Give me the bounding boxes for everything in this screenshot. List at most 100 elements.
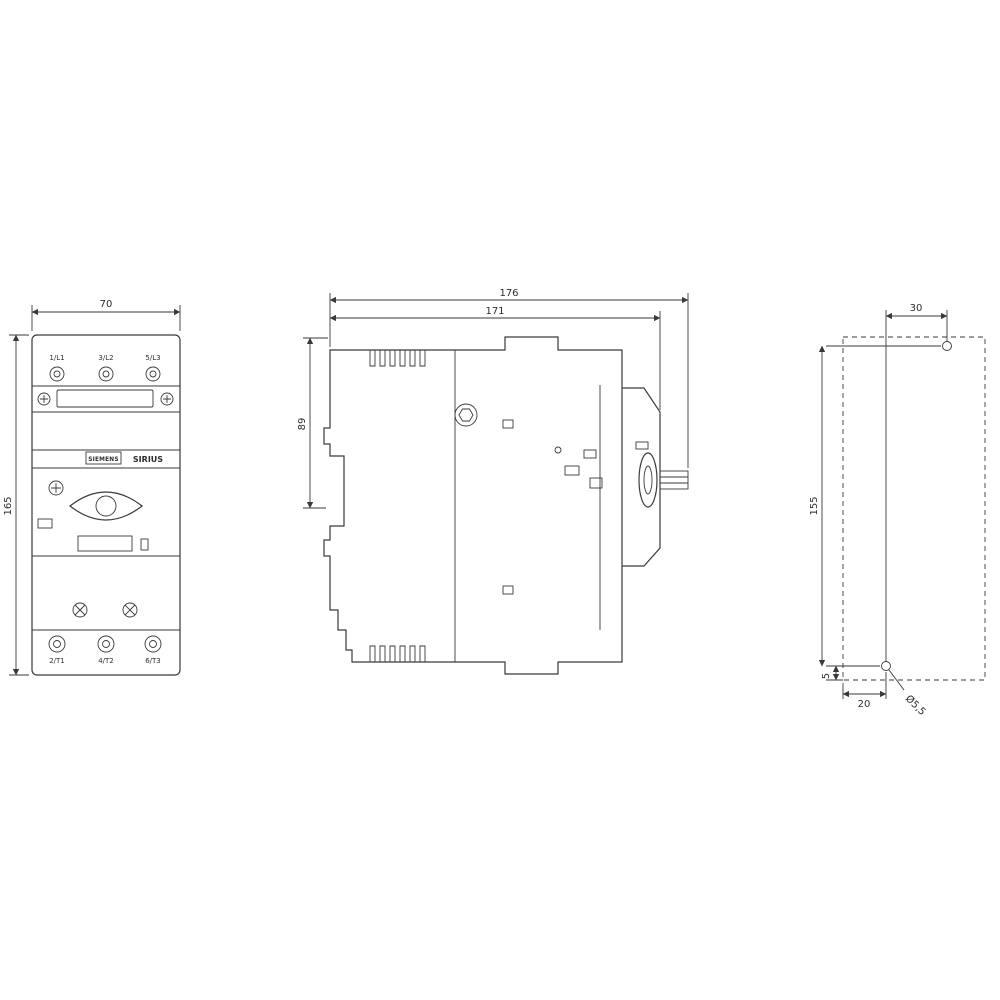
terminal-screw-outer [98,366,114,382]
setting-plate [77,535,133,552]
screw-head [160,392,174,406]
terminal-label-4T2: 4/T2 [98,657,114,665]
screw-cross [124,604,136,616]
terminal-screw-outer [49,366,65,382]
side-body [323,336,689,675]
screw-cross [40,395,48,403]
terminal-screw-icon [97,635,115,653]
top-vent-slots [369,350,426,367]
front-width-dim-label: 70 [100,299,113,310]
terminal-screw-icon [144,635,162,653]
hole-offset-extension-lines [885,310,948,661]
screw-cross [163,395,171,403]
terminal-label-3L2: 3/L2 [98,354,113,362]
side-rail-dim-label: 89 [297,418,308,431]
side-view: 176 171 89 [297,288,689,675]
mounting-hole-bottom [881,661,891,671]
indicator-window [37,518,53,529]
terminal-label-6T3: 6/T3 [145,657,161,665]
front-top-terminals: 1/L1 3/L2 5/L3 [49,354,161,382]
front-lower-block [72,602,138,618]
device-footprint-dashed [842,336,986,681]
rotary-knob-lens [69,491,143,521]
drill-dimensions: 30 155 5 20 Ø5,5 [809,303,948,718]
terminal-screw-icon [98,366,114,382]
knob-side-inner [643,465,653,495]
edge-to-hole-extension-lines [842,672,887,699]
hex-socket-screw-icon [454,403,478,427]
edge-to-hole-dim-label: 20 [858,699,871,710]
hole-offset-dim-label: 30 [910,303,923,314]
rotary-knob-hub [95,495,117,517]
screw-head [122,602,138,618]
side-outline [323,336,623,675]
fixing-screw-icon [72,602,88,618]
hole-diameter-leader [888,669,905,691]
fixing-screw-icon [122,602,138,618]
padlock-slot [635,441,649,450]
terminal-screw-inner [53,370,61,378]
terminal-screw-inner [53,640,61,648]
terminal-screw-outer [97,635,115,653]
side-depth-extension-lines [329,293,689,468]
terminal-label-5L3: 5/L3 [145,354,160,362]
detail-slot [502,585,514,595]
terminal-screw-outer [144,635,162,653]
front-height-dim-label: 165 [3,496,14,515]
series-label: SIRIUS [133,455,163,464]
detail-latch [583,449,597,459]
front-control-area [37,480,149,552]
side-body-depth-dim-label: 171 [485,306,504,317]
detail-latch [589,477,603,489]
mounting-hole-top [942,341,952,351]
screw-cross [74,604,86,616]
terminal-screw-inner [149,640,157,648]
front-branding: SIEMENS SIRIUS [85,451,163,465]
terminal-screw-icon [48,635,66,653]
terminal-screw-icon [49,366,65,382]
knob-shaft-body [659,470,689,490]
hole-diameter-label: Ø5,5 [903,693,928,718]
terminal-screw-inner [102,370,110,378]
screw-cross [51,483,61,493]
brand-logo-box [85,451,122,465]
side-marking [140,538,149,551]
terminal-screw-inner [149,370,157,378]
side-internal-seams [454,350,601,662]
knob-shaft-hatch [660,476,688,484]
terminal-screw-outer [145,366,161,382]
front-outline [31,334,181,676]
hex-screw-outer [454,403,478,427]
side-front-cover [622,387,689,567]
phillips-screw-icon [160,392,174,406]
screw-head [72,602,88,618]
detail-slot [502,419,514,429]
rotary-knob-icon [69,491,143,521]
front-body: 1/L1 3/L2 5/L3 [31,334,181,676]
terminal-label-2T1: 2/T1 [49,657,65,665]
terminal-screw-inner [102,640,110,648]
terminal-screw-outer [48,635,66,653]
front-label-window-row [37,389,174,408]
hole-spacing-dim-label: 155 [809,496,820,515]
side-dimensions: 176 171 89 [297,288,689,509]
side-mechanism-details [502,419,603,595]
bottom-vent-slots [369,645,426,662]
front-dimensions: 70 165 [3,299,181,676]
front-panel-lines [32,385,180,631]
front-view: 70 165 1/L1 3/L2 5/L3 [3,299,181,676]
side-total-depth-dim-label: 176 [499,288,518,299]
terminal-screw-icon [145,366,161,382]
front-cover-outline [622,387,661,567]
phillips-screw-icon [37,392,51,406]
hex-screw-socket [458,408,474,422]
bottom-margin-dim-label: 5 [821,673,832,679]
brand-logo-text: SIEMENS [88,457,118,463]
knob-side-outer [638,452,658,508]
label-window [56,389,154,408]
detail-pin [554,446,562,454]
adjustment-screw-icon [48,480,64,496]
front-bottom-terminals: 2/T1 4/T2 6/T3 [48,635,162,665]
